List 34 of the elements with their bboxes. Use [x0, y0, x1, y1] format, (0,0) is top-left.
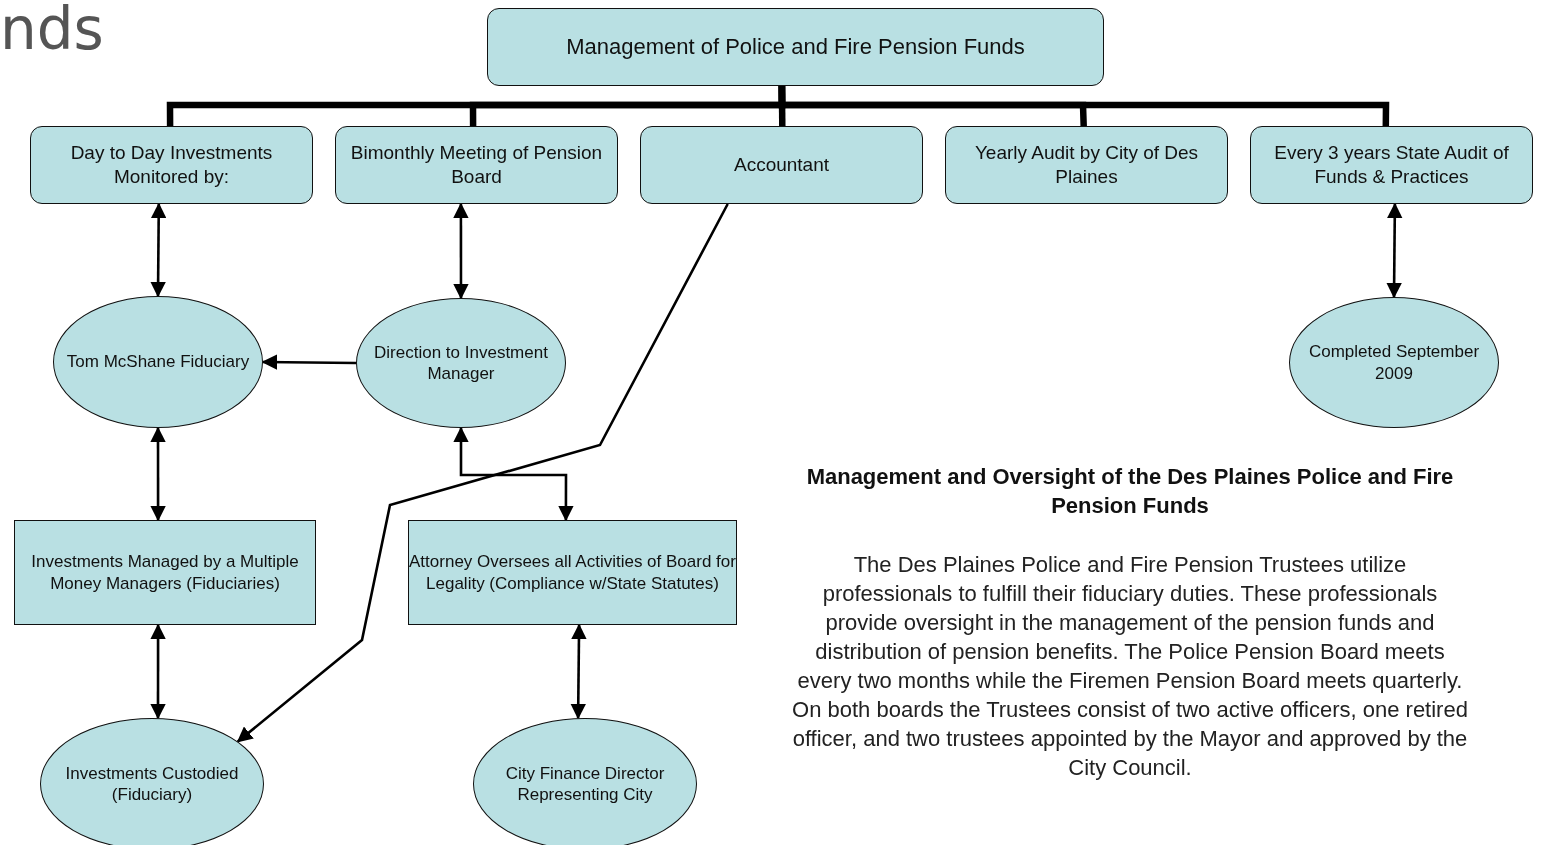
process-box: [30, 126, 313, 204]
node-label: Bimonthly Meeting of Pension Board: [349, 141, 604, 189]
description-heading: Management and Oversight of the Des Plaines Police and Fire Pension Funds: [805, 463, 1455, 520]
process-box: [640, 126, 923, 204]
arrow: [236, 203, 729, 743]
arrow: [261, 354, 356, 370]
node-label: Direction to Investment Manager: [373, 341, 549, 385]
node-label: Investments Custodied (Fiduciary): [64, 762, 240, 806]
node-label: Completed September 2009: [1307, 341, 1481, 384]
arrow: [150, 202, 167, 298]
arrow: [150, 426, 166, 522]
arrow: [570, 623, 587, 720]
node-label: City Finance Director Representing City: [504, 762, 666, 806]
connector-line: [778, 86, 1390, 127]
node-label: Attorney Oversees all Activities of Board for Legality (Compliance w/State Statutes): [409, 551, 736, 594]
process-box: [408, 520, 737, 625]
node-label: Investments Managed by a Multiple Money Managers (Fiduciaries): [30, 551, 300, 594]
process-box: [945, 126, 1228, 204]
node-label: Day to Day Investments Monitored by:: [69, 141, 274, 189]
arrow: [1386, 202, 1403, 299]
arrow: [453, 202, 469, 300]
node-label: Tom McShane Fiduciary: [66, 351, 250, 373]
node-label: Every 3 years State Audit of Funds & Practices: [1273, 141, 1510, 189]
process-box: [14, 520, 316, 625]
arrow: [453, 426, 574, 522]
process-box: [1250, 126, 1533, 204]
arrow: [150, 623, 166, 720]
description-text: The Des Plaines Police and Fire Pension Trustees utilize professionals to fulfill their fiduciary duties. These professionals provide oversight in the management of the pension funds and distribution of pension benefits. The Police Pension Board meets every two months while the Firemen Pension Board meets quarterly. On both boards the Trustees consist of two active officers, one retired officer, and two trustees appointed by the Mayor and approved by the City Council.: [791, 551, 1469, 782]
node-label: Yearly Audit by City of Des Plaines: [973, 141, 1200, 189]
process-box: [335, 126, 618, 204]
process-box: [487, 8, 1104, 86]
page-title: nds: [0, 0, 104, 62]
node-label: Management of Police and Fire Pension Funds: [566, 33, 1025, 61]
node-label: Accountant: [733, 153, 830, 177]
